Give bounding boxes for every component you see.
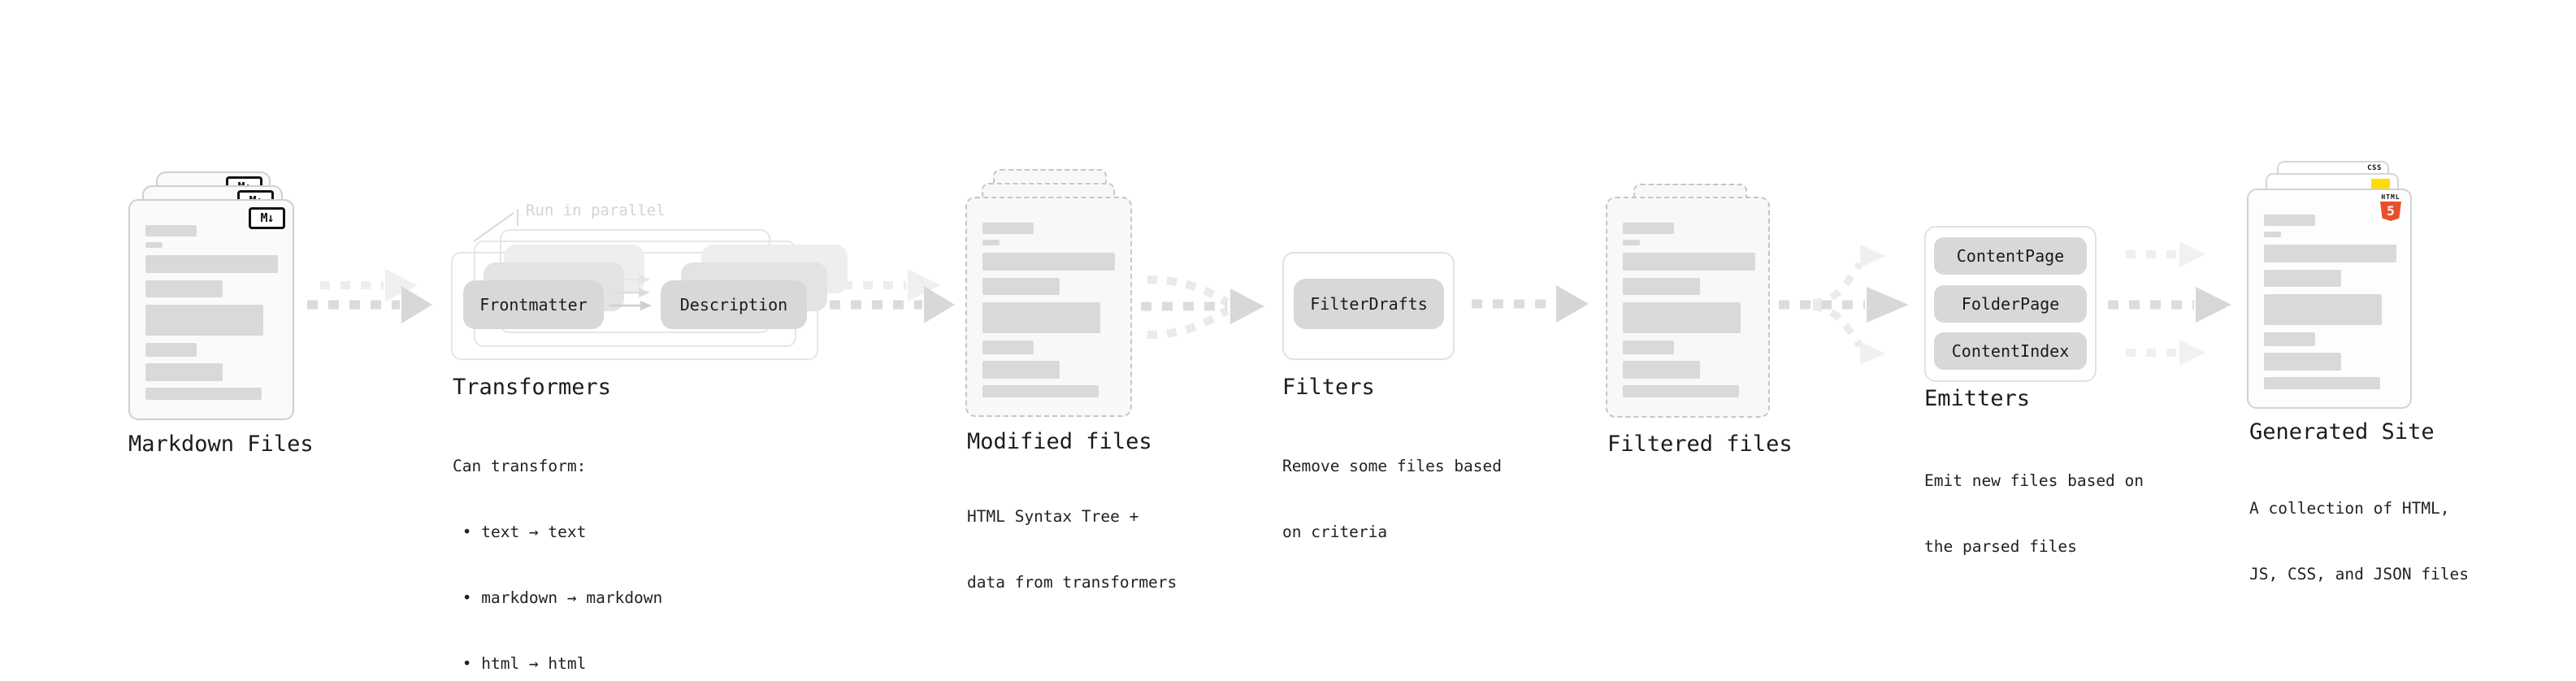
text-line: • html → html: [453, 654, 587, 673]
filters-description: Remove some files based on criteria: [1282, 411, 1502, 587]
arrow-filters-to-filtered: [1472, 285, 1589, 323]
placeholder-text-bar: [1623, 253, 1755, 271]
placeholder-text-bar: [1623, 240, 1640, 245]
placeholder-text-bar: [145, 363, 223, 381]
placeholder-text-bar: [1623, 361, 1700, 379]
placeholder-text-bar: [2264, 245, 2396, 262]
placeholder-text-bar: [982, 253, 1115, 271]
text-line: JS, CSS, and JSON files: [2249, 565, 2470, 583]
placeholder-text-bar: [982, 385, 1099, 397]
text-line: HTML Syntax Tree +: [967, 507, 1139, 526]
file-card-front: [1606, 197, 1770, 418]
text-line: A collection of HTML,: [2249, 499, 2450, 518]
arrow-filtered-to-emitters: [1779, 245, 1909, 365]
document-placeholder-lines: [145, 225, 278, 400]
html5-icon: HTML 5: [2378, 193, 2404, 221]
pill-description: Description: [661, 280, 807, 329]
document-placeholder-lines: [982, 223, 1115, 397]
placeholder-text-bar: [982, 340, 1034, 354]
placeholder-text-bar: [145, 225, 197, 236]
document-placeholder-lines: [2264, 215, 2396, 389]
arrow-transformers-to-modified: [830, 269, 955, 323]
placeholder-text-bar: [1623, 223, 1674, 234]
text-line: • text → text: [453, 523, 587, 541]
node-title-filters: Filters: [1282, 375, 1375, 400]
placeholder-text-bar: [982, 278, 1060, 295]
transformers-description: Can transform: • text → text • markdown …: [453, 411, 662, 681]
placeholder-text-bar: [982, 240, 1000, 245]
node-title-markdown-files: Markdown Files: [128, 432, 314, 457]
placeholder-text-bar: [1623, 278, 1700, 295]
markdown-icon: M↓: [249, 207, 285, 229]
annotation-callout-line: [473, 210, 518, 242]
node-title-emitters: Emitters: [1924, 386, 2031, 411]
placeholder-text-bar: [145, 343, 197, 357]
placeholder-text-bar: [982, 223, 1034, 234]
placeholder-text-bar: [145, 388, 262, 400]
text-line: the parsed files: [1924, 537, 2077, 556]
placeholder-text-bar: [2264, 232, 2281, 237]
placeholder-text-bar: [1623, 340, 1674, 354]
html5-icon-label: HTML: [2381, 193, 2400, 201]
placeholder-text-bar: [2264, 332, 2315, 346]
transform-mini-arrows: [609, 275, 652, 310]
pill-filterdrafts: FilterDrafts: [1294, 279, 1444, 329]
placeholder-text-bar: [2264, 353, 2341, 371]
text-line: on criteria: [1282, 523, 1388, 541]
arrow-emitters-to-generated: [2108, 241, 2231, 366]
text-line: data from transformers: [967, 573, 1177, 592]
placeholder-text-bar: [982, 361, 1060, 379]
file-card-html: HTML 5: [2247, 189, 2412, 409]
placeholder-text-bar: [145, 242, 163, 248]
document-placeholder-lines: [1623, 223, 1755, 397]
placeholder-text-bar: [145, 305, 263, 336]
placeholder-text-bar: [145, 280, 223, 297]
text-line: Can transform:: [453, 457, 587, 475]
text-line: • markdown → markdown: [453, 588, 663, 607]
run-in-parallel-label: Run in parallel: [526, 202, 666, 219]
node-title-generated-site: Generated Site: [2249, 419, 2435, 445]
placeholder-text-bar: [2264, 215, 2315, 226]
css-icon-label: CSS: [2367, 164, 2382, 172]
placeholder-text-bar: [2264, 270, 2341, 287]
modified-description: HTML Syntax Tree + data from transformer…: [967, 462, 1177, 637]
placeholder-text-bar: [145, 255, 278, 273]
text-line: Remove some files based: [1282, 457, 1503, 475]
placeholder-text-bar: [982, 302, 1100, 333]
file-card-front: [965, 197, 1132, 417]
generated-description: A collection of HTML, JS, CSS, and JSON …: [2249, 453, 2469, 629]
node-title-transformers: Transformers: [453, 375, 612, 400]
emitters-description: Emit new files based on the parsed files: [1924, 426, 2144, 601]
node-title-filtered-files: Filtered files: [1607, 432, 1793, 457]
html5-icon-shield: 5: [2380, 202, 2401, 221]
pill-contentindex: ContentIndex: [1934, 332, 2087, 370]
arrow-markdown-to-transformers: [307, 269, 432, 323]
placeholder-text-bar: [1623, 302, 1741, 333]
arrow-modified-to-filters: [1141, 275, 1264, 339]
javascript-icon: [2371, 179, 2390, 190]
pill-frontmatter: Frontmatter: [463, 280, 604, 329]
placeholder-text-bar: [2264, 377, 2380, 389]
pill-contentpage: ContentPage: [1934, 237, 2087, 275]
node-title-modified-files: Modified files: [967, 429, 1152, 454]
pill-folderpage: FolderPage: [1934, 285, 2087, 323]
placeholder-text-bar: [1623, 385, 1739, 397]
text-line: Emit new files based on: [1924, 471, 2144, 490]
file-card-front: M↓: [128, 199, 294, 420]
placeholder-text-bar: [2264, 294, 2382, 325]
